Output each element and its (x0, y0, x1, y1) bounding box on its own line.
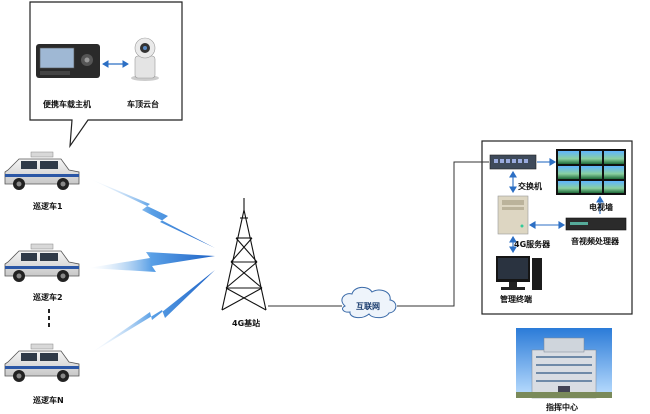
command-center-building-image (516, 328, 612, 399)
internet-label: 互联网 (356, 302, 380, 311)
base-station-tower (221, 198, 267, 311)
patrol-car-1 (4, 151, 80, 190)
server-label: 4G服务器 (514, 240, 551, 249)
tv-wall-device (556, 149, 626, 195)
ptz-camera-label: 车顶云台 (127, 100, 159, 109)
vehicle-host-device (36, 44, 100, 78)
management-terminal-device (496, 256, 542, 290)
wireless-link-car2 (88, 252, 215, 272)
wireless-link-carn (88, 270, 215, 355)
command-center-label: 指挥中心 (546, 403, 578, 412)
switch-device (489, 154, 537, 170)
internet-center-link (397, 161, 489, 307)
av-processor-label: 音视频处理器 (571, 237, 619, 246)
more-cars-ellipsis (48, 309, 50, 327)
server-device (497, 195, 529, 235)
patrol-car-2-label: 巡逻车2 (33, 293, 63, 302)
vehicle-host-label: 便携车载主机 (43, 100, 91, 109)
ptz-camera-device (131, 37, 159, 81)
host-ptz-arrow (102, 60, 129, 68)
internet-cloud (341, 286, 397, 319)
av-processor-device (565, 217, 627, 231)
patrol-car-n (4, 343, 80, 383)
base-station-label: 4G基站 (232, 319, 261, 328)
management-terminal-label: 管理终端 (500, 295, 532, 304)
switch-label: 交换机 (518, 182, 542, 191)
wireless-link-car1 (88, 178, 215, 248)
patrol-car-2 (4, 243, 80, 283)
center-arrows (509, 158, 604, 254)
patrol-car-1-label: 巡逻车1 (33, 202, 63, 211)
tv-wall-label: 电视墙 (589, 203, 613, 212)
patrol-car-n-label: 巡逻车N (33, 396, 64, 405)
